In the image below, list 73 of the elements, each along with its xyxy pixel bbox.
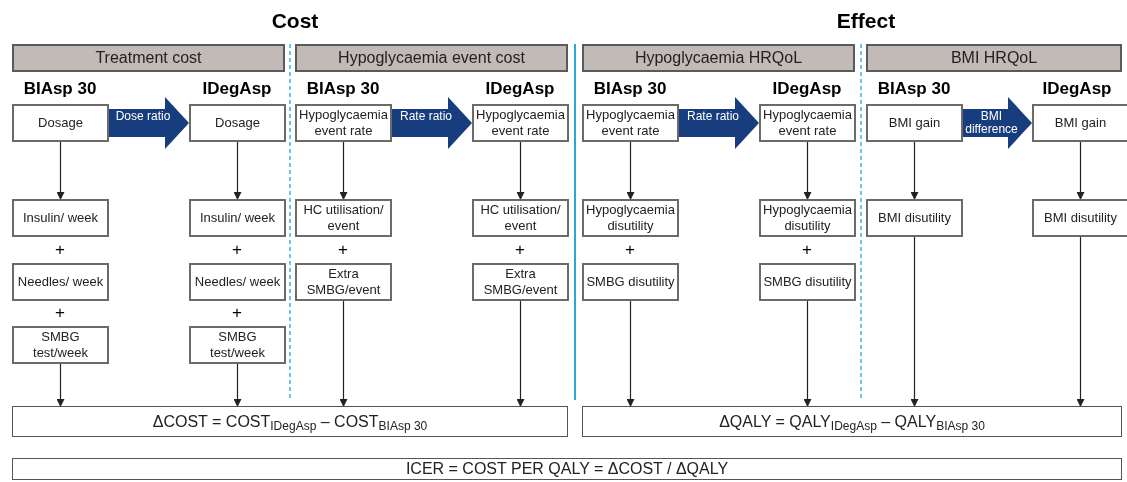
section-header-bar: Treatment cost	[12, 44, 285, 72]
process-box: SMBG test/week	[189, 326, 286, 364]
process-box: Hypoglycaemia event rate	[295, 104, 392, 142]
column-heading: BIAsp 30	[593, 78, 667, 101]
column-heading: IDegAsp	[772, 78, 842, 101]
block-arrow	[679, 97, 759, 149]
process-box: SMBG disutility	[582, 263, 679, 301]
section-header-bar: Hypoglycaemia HRQoL	[582, 44, 855, 72]
edge-label: Rate ratio	[686, 110, 740, 123]
column-heading: IDegAsp	[1042, 78, 1112, 101]
block-arrow	[963, 97, 1032, 149]
arrow	[56, 141, 65, 200]
arrow	[233, 141, 242, 200]
edge-label: BMI difference	[964, 110, 1019, 136]
column-heading: IDegAsp	[202, 78, 272, 101]
block-arrow	[109, 97, 189, 149]
arrow	[339, 300, 348, 407]
section-title: Effect	[836, 8, 896, 35]
arrow	[516, 300, 525, 407]
process-box: Needles/ week	[12, 263, 109, 301]
process-box: Needles/ week	[189, 263, 286, 301]
process-box: HC utilisation/ event	[472, 199, 569, 237]
arrow	[626, 141, 635, 200]
process-box: Hypoglycaemia disutility	[759, 199, 856, 237]
column-heading: BIAsp 30	[877, 78, 951, 101]
column-heading: IDegAsp	[485, 78, 555, 101]
arrow	[233, 363, 242, 407]
plus-sign: +	[515, 239, 525, 262]
column-heading: BIAsp 30	[23, 78, 97, 101]
arrow	[803, 141, 812, 200]
section-title: Cost	[271, 8, 319, 35]
plus-sign: +	[232, 239, 242, 262]
block-arrow	[392, 97, 472, 149]
process-box: Insulin/ week	[12, 199, 109, 237]
formula-box: ΔCOST = COST$_{IDegAsp}$ – COST$_{BIAsp 30}$	[12, 406, 568, 437]
process-box: Hypoglycaemia event rate	[759, 104, 856, 142]
arrow	[910, 236, 919, 407]
plus-sign: +	[55, 302, 65, 325]
formula-box: ΔQALY = QALY$_{IDegAsp}$ – QALY$_{BIAsp 30}$	[582, 406, 1122, 437]
process-box: Hypoglycaemia event rate	[582, 104, 679, 142]
process-box: BMI disutility	[1032, 199, 1127, 237]
process-box: Hypoglycaemia disutility	[582, 199, 679, 237]
process-box: SMBG disutility	[759, 263, 856, 301]
process-box: Insulin/ week	[189, 199, 286, 237]
arrow	[626, 300, 635, 407]
edge-label: Dose ratio	[114, 110, 172, 123]
process-box: HC utilisation/ event	[295, 199, 392, 237]
arrow	[516, 141, 525, 200]
process-box: BMI gain	[1032, 104, 1127, 142]
plus-sign: +	[338, 239, 348, 262]
process-box: BMI disutility	[866, 199, 963, 237]
process-box: Dosage	[12, 104, 109, 142]
process-box: Extra SMBG/event	[295, 263, 392, 301]
arrow	[339, 141, 348, 200]
process-box: Extra SMBG/event	[472, 263, 569, 301]
arrow	[1076, 236, 1085, 407]
arrow	[1076, 141, 1085, 200]
edge-label: Rate ratio	[399, 110, 453, 123]
process-box: Dosage	[189, 104, 286, 142]
section-header-bar: Hypoglycaemia event cost	[295, 44, 568, 72]
plus-sign: +	[55, 239, 65, 262]
arrow	[803, 300, 812, 407]
arrow	[910, 141, 919, 200]
section-header-bar: BMI HRQoL	[866, 44, 1122, 72]
plus-sign: +	[802, 239, 812, 262]
formula-box: ICER = COST PER QALY = ΔCOST / ΔQALY	[12, 458, 1122, 480]
plus-sign: +	[232, 302, 242, 325]
process-box: SMBG test/week	[12, 326, 109, 364]
column-heading: BIAsp 30	[306, 78, 380, 101]
arrow	[56, 363, 65, 407]
plus-sign: +	[625, 239, 635, 262]
process-box: Hypoglycaemia event rate	[472, 104, 569, 142]
process-box: BMI gain	[866, 104, 963, 142]
